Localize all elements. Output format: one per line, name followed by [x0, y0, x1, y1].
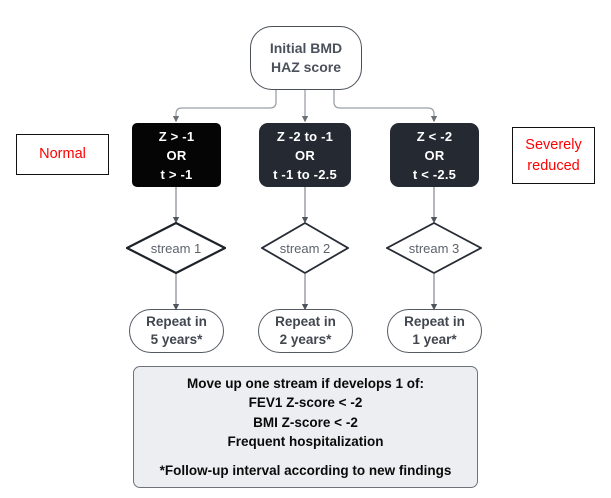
initial-node-line1: Initial BMD — [269, 40, 343, 56]
criteria-box-3: Z < -2 OR t < -2.5 — [390, 123, 479, 187]
followup-node-3: Repeat in 1 year* — [387, 309, 482, 353]
label-severely-reduced-line2: reduced — [527, 157, 580, 174]
label-normal-text: Normal — [39, 146, 86, 162]
label-severely-reduced: Severely reduced — [512, 127, 595, 184]
criteria-box-3-line1: Z < -2 — [416, 128, 453, 144]
followup-node-1: Repeat in 5 years* — [129, 309, 224, 353]
stream-diamond-2: stream 2 — [261, 222, 349, 274]
note-line-5: *Follow-up interval according to new fin… — [159, 462, 452, 478]
criteria-box-2-line2: OR — [295, 147, 315, 163]
label-severely-reduced-line1: Severely — [525, 136, 582, 153]
followup-node-1-line1: Repeat in — [146, 314, 207, 329]
criteria-box-1-line1: Z > -1 — [158, 128, 195, 144]
stream-diamond-1: stream 1 — [126, 222, 226, 274]
criteria-box-2-line1: Z -2 to -1 — [276, 128, 334, 144]
criteria-box-3-line2: OR — [424, 147, 445, 163]
note-panel: Move up one stream if develops 1 of: FEV… — [133, 366, 478, 488]
note-line-4: Frequent hospitalization — [227, 434, 384, 450]
stream-diamond-3: stream 3 — [386, 222, 482, 274]
followup-node-3-line1: Repeat in — [404, 314, 465, 329]
note-line-2: FEV1 Z-score < -2 — [248, 395, 363, 411]
label-normal: Normal — [16, 134, 109, 175]
followup-node-1-line2: 5 years* — [150, 332, 203, 347]
criteria-box-1: Z > -1 OR t > -1 — [132, 123, 221, 187]
initial-assessment-node: Initial BMD HAZ score — [250, 26, 362, 90]
followup-node-3-line2: 1 year* — [412, 332, 457, 347]
initial-node-line2: HAZ score — [270, 59, 342, 75]
note-line-1: Move up one stream if develops 1 of: — [186, 375, 425, 391]
criteria-box-1-line2: OR — [166, 147, 187, 163]
followup-node-2-line1: Repeat in — [275, 314, 336, 329]
stream-diamond-1-label: stream 1 — [150, 240, 202, 256]
criteria-box-2-line3: t -1 to -2.5 — [273, 166, 337, 182]
note-line-3: BMI Z-score < -2 — [253, 414, 358, 430]
followup-node-2: Repeat in 2 years* — [258, 309, 353, 353]
criteria-box-2: Z -2 to -1 OR t -1 to -2.5 — [259, 123, 351, 187]
followup-node-2-line2: 2 years* — [279, 332, 332, 347]
stream-diamond-2-label: stream 2 — [279, 240, 331, 256]
criteria-box-3-line3: t < -2.5 — [412, 166, 457, 182]
stream-diamond-3-label: stream 3 — [408, 240, 460, 256]
criteria-box-1-line3: t > -1 — [160, 166, 193, 182]
